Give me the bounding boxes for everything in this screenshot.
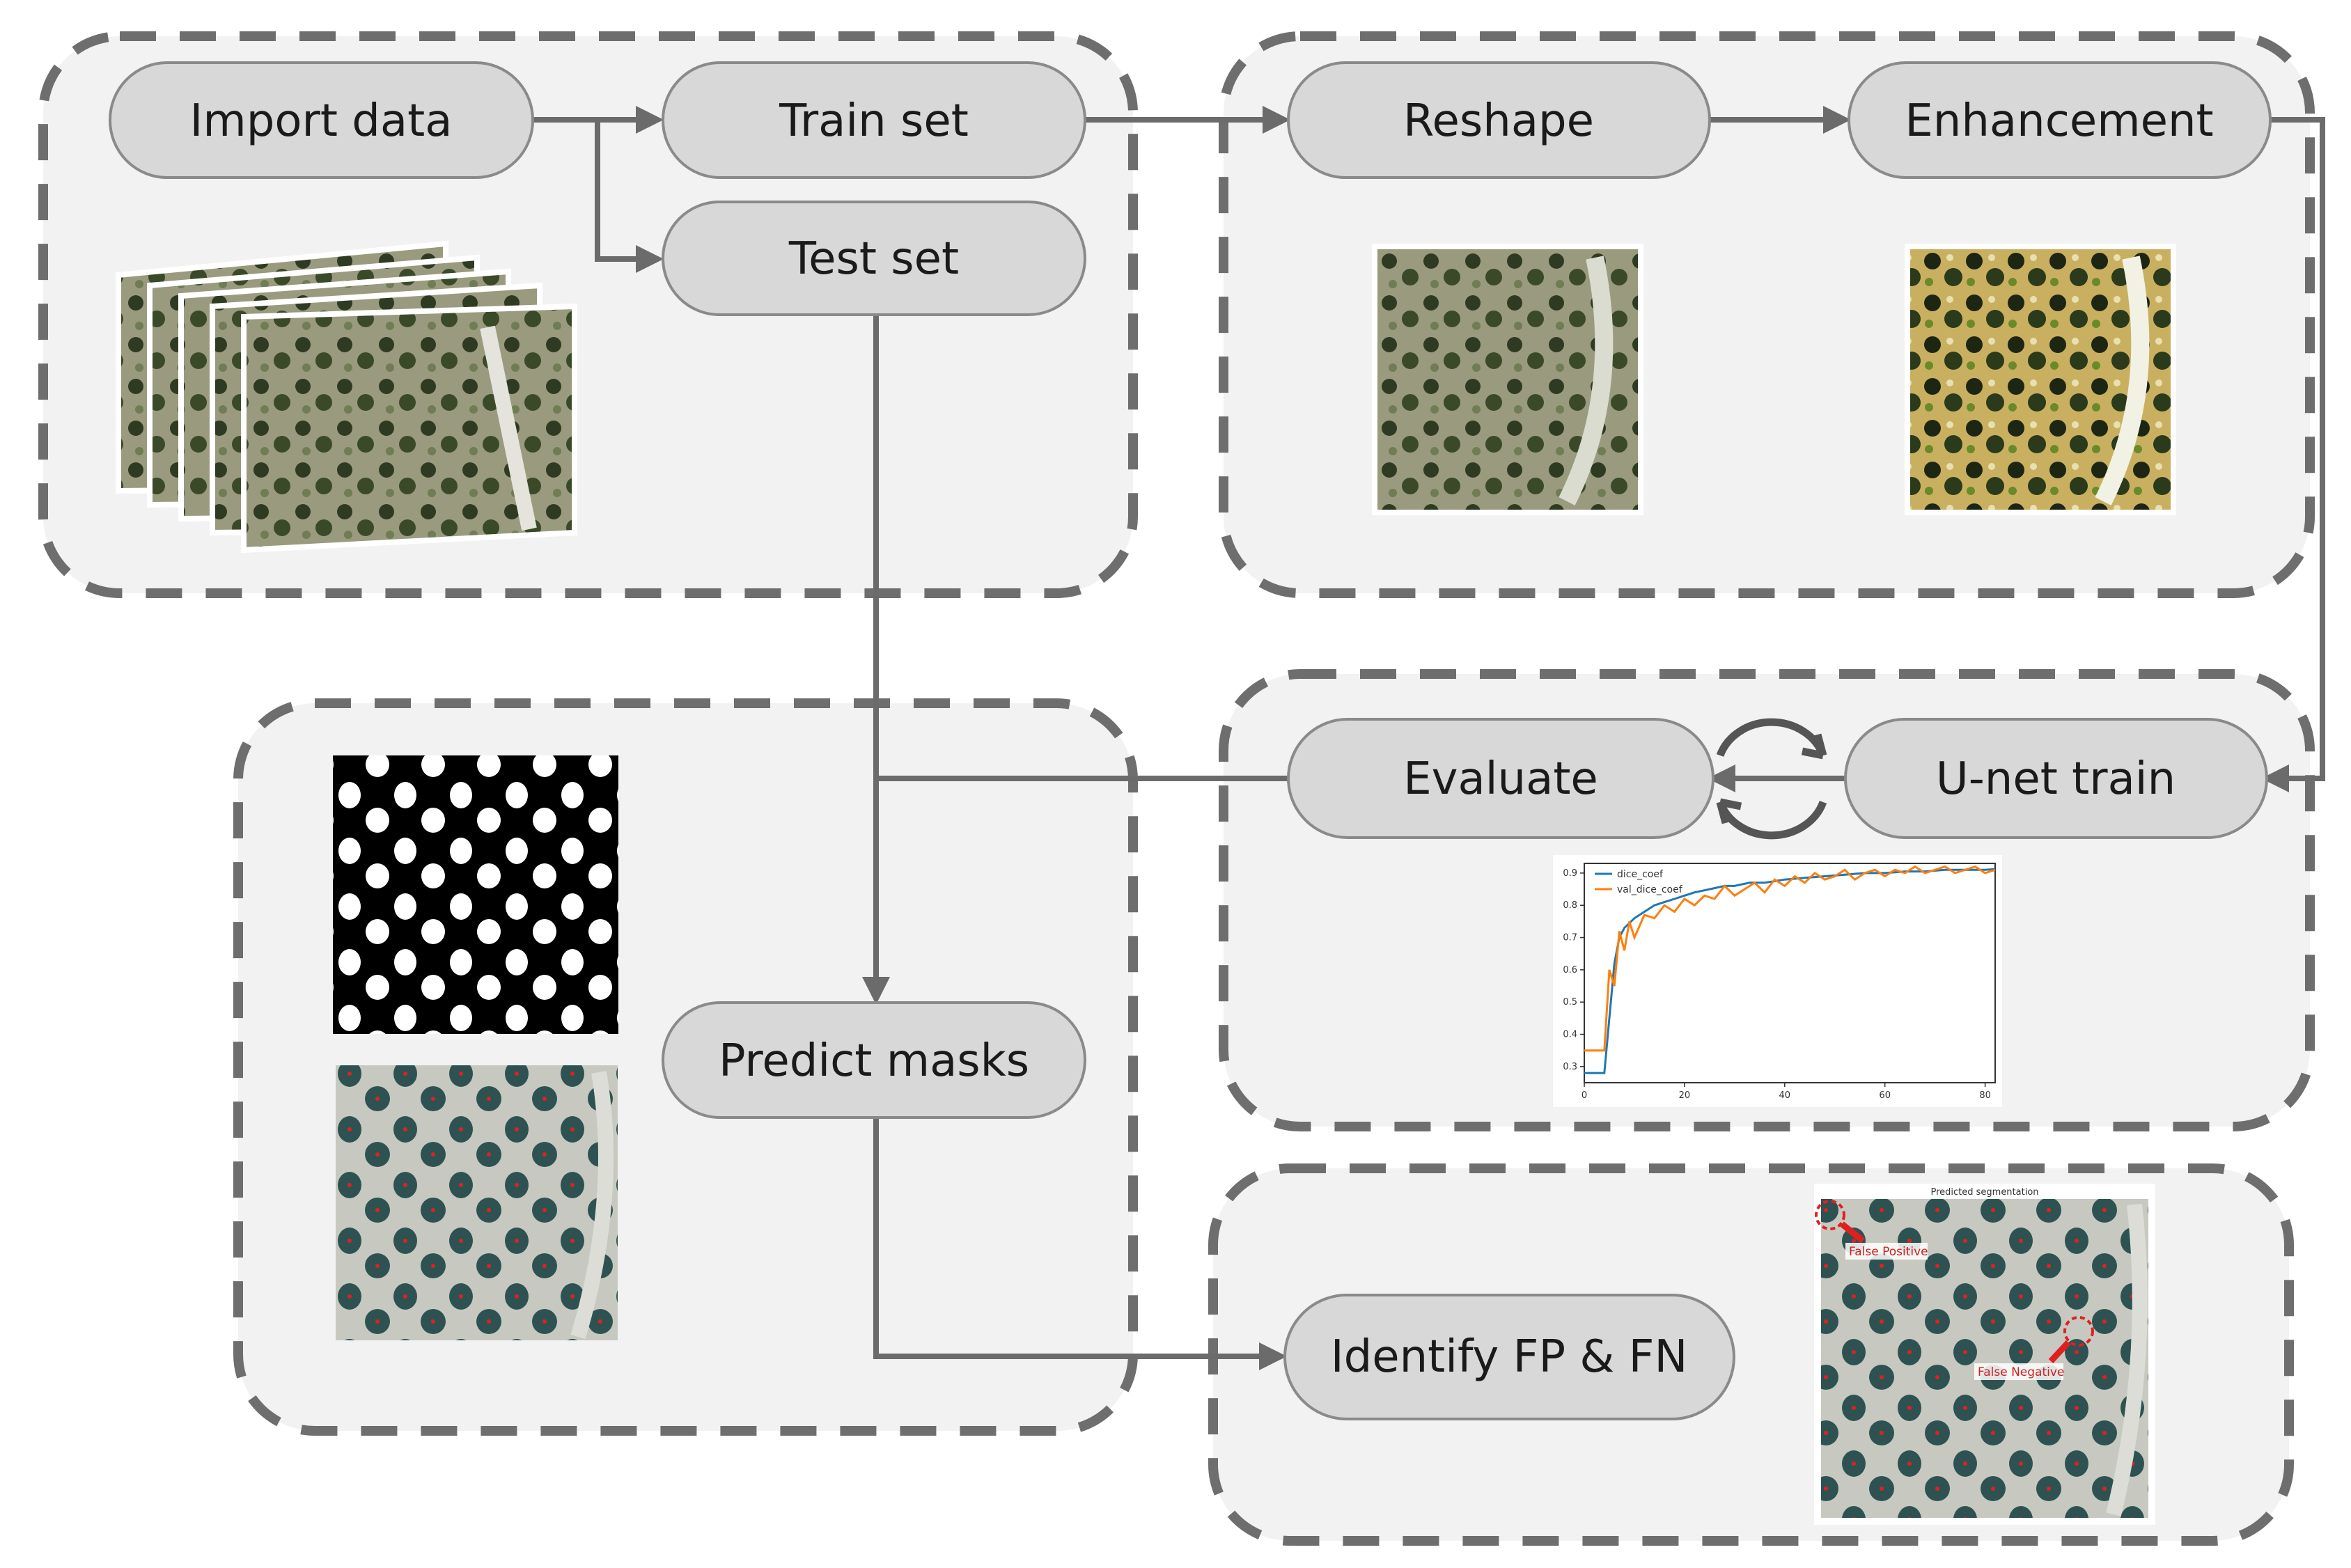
node-test-set[interactable]: Test set: [662, 201, 1086, 316]
node-import-data[interactable]: Import data: [109, 61, 534, 179]
node-unet-train[interactable]: U-net train: [1844, 718, 2268, 839]
chart-plot-frame: [1584, 863, 1996, 1083]
node-enhancement-label: Enhancement: [1905, 95, 2213, 147]
connectors: [533, 106, 2325, 1370]
node-predict-masks[interactable]: Predict masks: [662, 1001, 1086, 1119]
y-tick-label: 0.3: [1563, 1062, 1577, 1072]
legend-label-dice-coef: dice_coef: [1617, 869, 1664, 880]
cycle-icon: [1716, 718, 1827, 840]
x-tick-label: 40: [1779, 1090, 1791, 1101]
x-tick-label: 0: [1581, 1090, 1587, 1101]
false-negative-marker: [2063, 1316, 2094, 1347]
false-positive-marker: [1815, 1200, 1845, 1230]
arrow-predict-to-identify: [873, 1118, 1287, 1370]
x-tick-label: 80: [1979, 1090, 1991, 1101]
node-train-set-label: Train set: [779, 95, 969, 147]
node-evaluate[interactable]: Evaluate: [1287, 718, 1715, 839]
legend-label-val-dice-coef: val_dice_coef: [1617, 884, 1683, 895]
mask-thumbnail: [333, 755, 618, 1034]
node-reshape-label: Reshape: [1403, 95, 1594, 147]
image-stack-thumbnail: [116, 240, 577, 554]
y-tick-label: 0.5: [1563, 997, 1577, 1008]
chart-lines: [1584, 865, 1996, 1074]
chart-legend: dice_coef val_dice_coef: [1595, 869, 1683, 895]
node-enhancement[interactable]: Enhancement: [1848, 61, 2272, 179]
chart-ticks: 0 20 40 60 80 0.3 0.4 0.5 0.6 0.7 0.8 0.9: [1563, 868, 1991, 1101]
node-train-set[interactable]: Train set: [662, 61, 1086, 179]
false-positive-label: False Positive: [1849, 1245, 1928, 1259]
node-evaluate-label: Evaluate: [1403, 753, 1598, 805]
x-tick-label: 20: [1679, 1090, 1691, 1101]
node-test-set-label: Test set: [788, 233, 959, 285]
y-tick-label: 0.9: [1563, 868, 1577, 879]
y-tick-label: 0.8: [1563, 900, 1577, 911]
arrow-enhancement-to-unet: [2261, 117, 2325, 792]
node-predict-masks-label: Predict masks: [719, 1035, 1029, 1087]
node-identify[interactable]: Identify FP & FN: [1283, 1294, 1735, 1420]
x-tick-label: 60: [1879, 1090, 1891, 1101]
training-curve-chart: 0 20 40 60 80 0.3 0.4 0.5 0.6 0.7 0.8 0.9 dice_coef…: [1553, 855, 2002, 1107]
fp-fn-thumbnail: Predicted segmentation False Positive Fa…: [1814, 1184, 2155, 1525]
segmentation-thumbnail: [336, 1065, 618, 1340]
y-tick-label: 0.4: [1563, 1030, 1577, 1040]
node-identify-label: Identify FP & FN: [1331, 1331, 1688, 1383]
y-tick-label: 0.7: [1563, 933, 1577, 943]
y-tick-label: 0.6: [1563, 965, 1577, 975]
false-negative-label: False Negative: [1978, 1365, 2064, 1379]
reshape-thumbnail: [1372, 244, 1643, 515]
series-line-val-dice-coef: [1584, 865, 1996, 1052]
predicted-segmentation-title: Predicted segmentation: [1930, 1187, 2038, 1198]
node-import-data-label: Import data: [190, 95, 453, 147]
arrow-import-to-test: [595, 120, 664, 273]
node-reshape[interactable]: Reshape: [1287, 61, 1711, 179]
node-unet-train-label: U-net train: [1936, 753, 2176, 805]
enhancement-thumbnail: [1905, 244, 2176, 515]
